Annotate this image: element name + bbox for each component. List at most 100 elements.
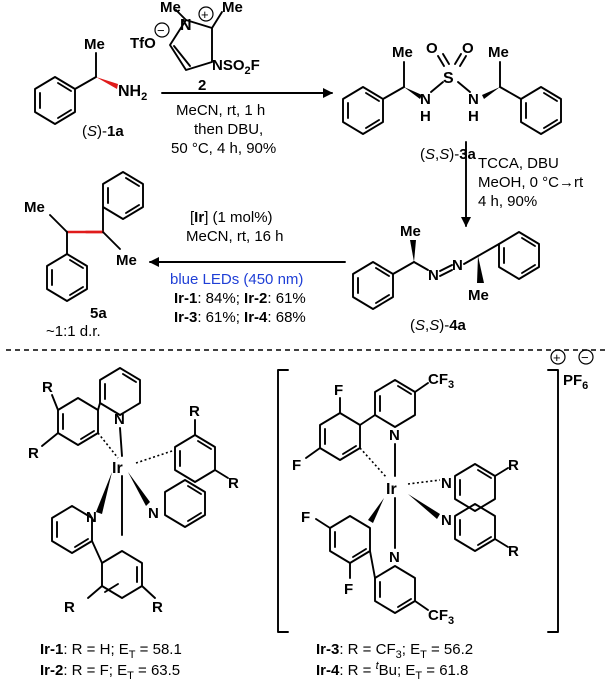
ar-db2 (521, 237, 536, 247)
sulf-label: (S,S)-3a (420, 146, 477, 163)
sl-bond-ch (382, 86, 405, 100)
ring-double-bond (173, 45, 191, 67)
cl-pt-db2 (122, 373, 137, 383)
cr-bond-r2 (494, 538, 509, 548)
step3-line2: MeCN, rt, 16 h (186, 228, 284, 245)
cl-r3: R (189, 403, 200, 420)
al-bond-ch (392, 261, 415, 275)
cr-r1: R (508, 457, 519, 474)
sr-bond-ch (499, 86, 522, 100)
tfo-label: TfO (130, 35, 156, 52)
sm-wedge-nh2 (96, 77, 118, 89)
azo-n1: N (428, 267, 439, 284)
cl-wedge-n3 (128, 472, 150, 506)
azo-4a: Me N N Me (S,S)-4a (352, 223, 540, 334)
cr-n1: N (389, 427, 400, 444)
minus-circle (154, 22, 170, 38)
sm-bond-ch (74, 76, 97, 90)
cr-f4: F (344, 581, 353, 598)
cr-wedge-n4 (408, 494, 440, 519)
azo-benzene-right (498, 231, 540, 280)
plus-sign: + (201, 7, 209, 22)
sr-db3 (543, 119, 558, 129)
step2-line2: MeOH, 0 °C→rt (478, 174, 584, 191)
reagent-number: 2 (198, 77, 206, 94)
plus-circle (198, 6, 214, 22)
cl-r1: R (42, 379, 53, 396)
sm-nh2: NH2 (118, 83, 147, 103)
cl-wedge-n2 (96, 472, 112, 514)
cl-link-top (97, 402, 101, 411)
sm-label: (S)-1a (82, 123, 124, 140)
cr-bipy-top (454, 463, 496, 512)
cr-ir: Ir (386, 481, 397, 498)
n-plus-label: N (180, 17, 192, 34)
cr-plus: + (553, 350, 561, 365)
sulf-me-right: Me (488, 44, 509, 61)
cr-hash-top (359, 447, 388, 479)
sulf-s: S (443, 70, 454, 87)
cl-aryl-right (174, 434, 216, 483)
cl-r4: R (228, 475, 239, 492)
cap-ir2: Ir-2: R = F; ET = 63.5 (40, 662, 180, 682)
catalyst-right: + − PF6 CF3 N F F Ir N R N (277, 349, 594, 682)
sr-wedge (482, 87, 500, 99)
cr-f2: F (292, 457, 301, 474)
prod-bond-me1 (49, 214, 68, 233)
cl-pr-db2 (187, 485, 202, 495)
cap-ir4: Ir-4: R = tBu; ET = 61.8 (316, 660, 468, 682)
cl-pr-db1 (187, 512, 202, 522)
bracket-right (547, 369, 559, 633)
sr-db2 (543, 92, 558, 102)
step1-line1: MeCN, rt, 1 h (176, 102, 265, 119)
cl-n1: N (114, 411, 125, 428)
prod-benzene-bottom (46, 253, 88, 302)
cr-bond-r1 (494, 467, 509, 477)
pt-db2 (125, 177, 140, 187)
cr-aryl-bottom (329, 515, 371, 564)
azo-nn-b (439, 264, 453, 272)
sm-me: Me (84, 36, 105, 53)
step2-line3: 4 h, 90% (478, 193, 537, 210)
step3-line1: [Ir] (1 mol%) (190, 209, 273, 226)
cl-bond-r4 (214, 469, 229, 479)
cl-bond-r6 (141, 585, 156, 599)
al-db3 (375, 267, 390, 277)
cr-n3: N (441, 475, 452, 492)
cr-pt-db1 (397, 385, 412, 395)
ar-db3 (521, 264, 536, 274)
sulf-me-left: Me (392, 44, 413, 61)
al-bond-n (413, 261, 429, 271)
cr-ab-db2 (352, 548, 367, 558)
pt-db3 (125, 204, 140, 214)
prod-label: 5a (90, 305, 107, 322)
reagent-2-structure: Me Me N + TfO − NSO2F 2 (130, 0, 260, 94)
cl-link-bottom (91, 540, 103, 564)
cl-pl-db2 (74, 538, 89, 548)
nso2f-label: NSO2F (212, 57, 260, 77)
cr-plus-circle (550, 349, 566, 365)
sulf-benzene-right (520, 86, 562, 135)
cr-bond-f3 (315, 518, 331, 529)
ar-wedge-me (477, 256, 484, 283)
sulf-n-left: N (420, 91, 431, 108)
sm-ar-db2 (57, 109, 72, 119)
cr-minus-circle (578, 349, 594, 365)
azo-benzene-left (352, 261, 394, 310)
al-wedge-me (410, 240, 416, 262)
cap-ir3: Ir-3: R = CF3; ET = 56.2 (316, 641, 473, 661)
cr-pyridine-top (374, 379, 416, 428)
step3-blue-leds: blue LEDs (450 nm) (170, 271, 303, 288)
cr-pf6: PF6 (563, 372, 588, 392)
cr-link-bottom (369, 550, 376, 579)
cap-ir1: Ir-1: R = H; ET = 58.1 (40, 641, 182, 661)
step3-yields-1: Ir-1: 84%; Ir-2: 61% (174, 290, 306, 307)
sl-db3 (365, 92, 380, 102)
cr-minus: − (581, 350, 589, 365)
cr-bond-cf3-1 (414, 382, 429, 393)
prod-me2: Me (116, 252, 137, 269)
ar-bond-ch (477, 243, 500, 257)
cl-bond-r2 (41, 432, 59, 447)
sulf-benzene-left (342, 86, 384, 135)
